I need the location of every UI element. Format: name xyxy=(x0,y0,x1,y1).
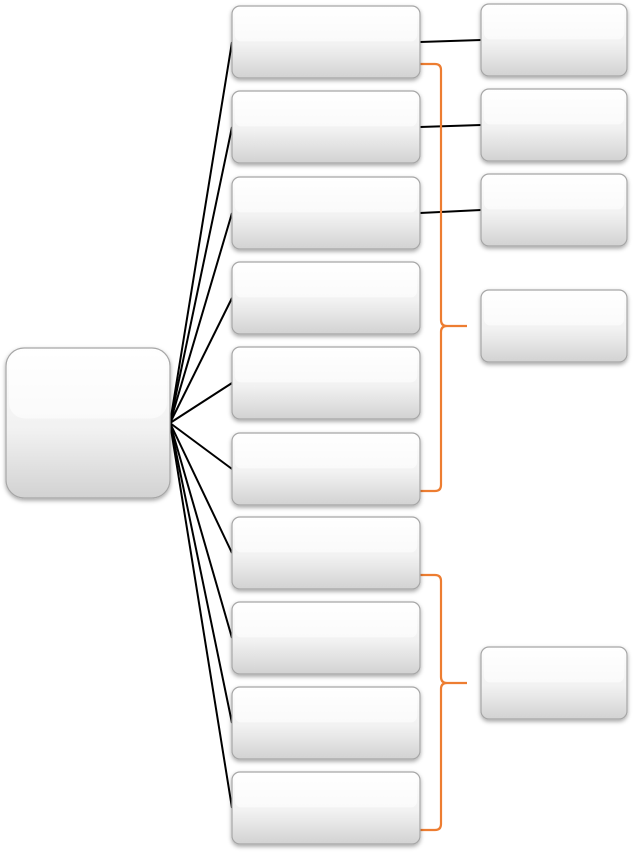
connector-line xyxy=(169,422,233,809)
leaf-node xyxy=(480,3,628,77)
leaf-node xyxy=(480,173,628,247)
connector-lines xyxy=(169,39,482,809)
leaf-node xyxy=(480,88,628,162)
connector-line xyxy=(169,41,233,424)
group-brackets xyxy=(414,62,467,832)
leaf-node-highlight xyxy=(484,177,624,210)
child-node-highlight xyxy=(235,690,417,723)
group-node-highlight xyxy=(484,650,624,683)
root-node-highlight xyxy=(9,351,167,419)
child-node xyxy=(231,771,421,845)
connector-line xyxy=(419,124,482,128)
child-node xyxy=(231,261,421,335)
child-node xyxy=(231,176,421,250)
child-node-highlight xyxy=(235,605,417,638)
connector-line xyxy=(169,297,233,424)
child-node-highlight xyxy=(235,775,417,808)
connector-line xyxy=(169,126,233,424)
child-node xyxy=(231,432,421,506)
connector-line xyxy=(169,212,233,424)
child-node-highlight xyxy=(235,520,417,553)
child-node xyxy=(231,346,421,420)
group-node xyxy=(480,289,628,363)
child-node xyxy=(231,686,421,760)
child-node xyxy=(231,516,421,590)
root-node xyxy=(5,347,171,499)
connector-line xyxy=(169,382,233,424)
child-node-highlight xyxy=(235,265,417,298)
connector-line xyxy=(169,422,233,724)
child-node-highlight xyxy=(235,94,417,127)
connector-line xyxy=(169,422,233,554)
child-node-highlight xyxy=(235,350,417,383)
group-node xyxy=(480,646,628,720)
group-bracket xyxy=(414,573,467,832)
child-node-highlight xyxy=(235,436,417,469)
diagram-nodes xyxy=(5,3,628,845)
group-node-highlight xyxy=(484,293,624,326)
group-bracket xyxy=(414,62,467,493)
child-node xyxy=(231,5,421,79)
leaf-node-highlight xyxy=(484,7,624,40)
child-node-highlight xyxy=(235,180,417,213)
connector-line xyxy=(169,422,233,639)
child-node xyxy=(231,90,421,164)
leaf-node-highlight xyxy=(484,92,624,125)
connector-line xyxy=(169,422,233,470)
connector-line xyxy=(419,39,482,43)
child-node xyxy=(231,601,421,675)
child-node-highlight xyxy=(235,9,417,42)
connector-line xyxy=(419,209,482,214)
